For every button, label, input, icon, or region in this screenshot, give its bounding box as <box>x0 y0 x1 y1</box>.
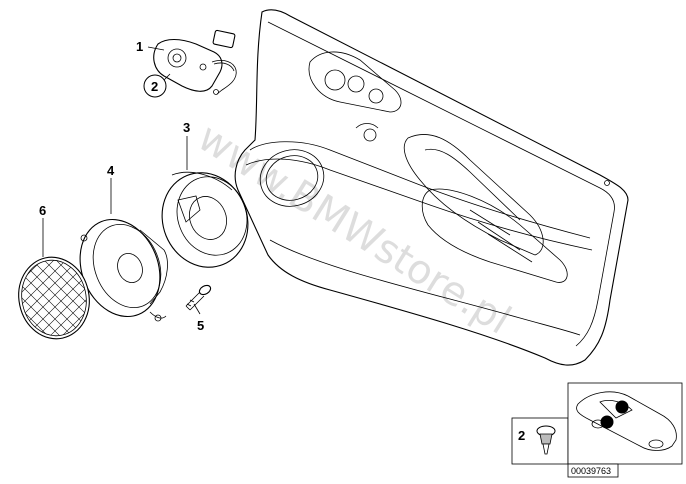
callouts: 1 2 3 4 5 6 <box>39 39 204 333</box>
callout-1: 1 <box>136 39 143 54</box>
location-marker-upper <box>615 400 629 414</box>
callout-5: 5 <box>197 318 204 333</box>
door-trim-panel-icon <box>234 9 629 366</box>
car-location-thumbnail-icon <box>576 391 677 451</box>
reference-code: 00039763 <box>571 466 611 476</box>
tweeter-housing-icon <box>153 29 237 95</box>
loudspeaker-icon <box>79 218 168 322</box>
callout-6: 6 <box>39 203 46 218</box>
location-marker-lower <box>600 415 614 429</box>
speaker-enclosure-icon <box>161 171 249 268</box>
callout-2: 2 <box>151 79 158 94</box>
legend-item-number: 2 <box>518 428 525 443</box>
callout-3: 3 <box>183 120 190 135</box>
car-location-box <box>567 382 683 465</box>
expanding-rivet-icon <box>536 425 556 455</box>
speaker-grille-icon <box>14 254 94 342</box>
screw-icon <box>185 284 212 311</box>
callout-4: 4 <box>107 163 115 178</box>
reference-code-box: 00039763 <box>567 463 619 478</box>
leader-lines <box>42 46 201 315</box>
callout-2-ring <box>143 74 167 98</box>
legend-rivet-box: 2 <box>511 417 569 465</box>
